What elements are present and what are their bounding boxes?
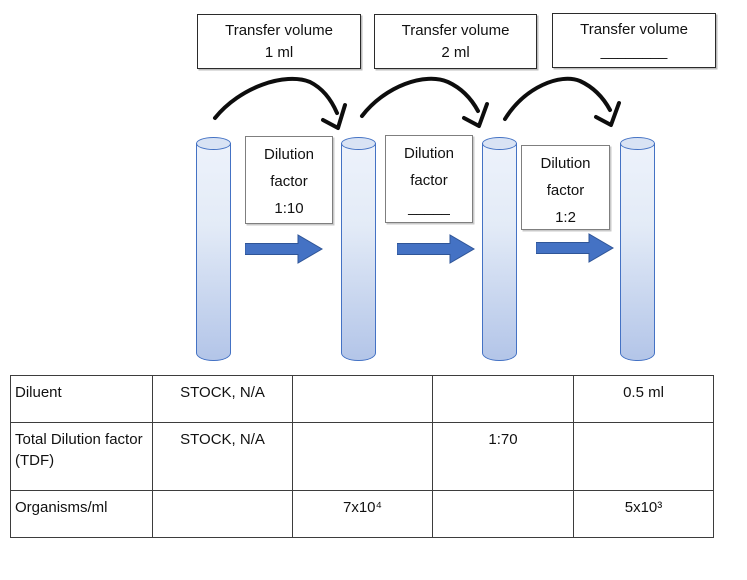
block-arrow-3: [536, 233, 614, 263]
test-tube-body: [196, 143, 231, 361]
table-cell: [432, 375, 574, 423]
transfer-volume-blank: ________: [600, 43, 668, 60]
test-tube-1: [196, 137, 231, 361]
block-arrow-2: [397, 234, 475, 264]
transfer-volume-label: Transfer volume: [580, 21, 688, 38]
transfer-volume-label: Transfer volume: [225, 22, 333, 39]
test-tube-body: [482, 143, 517, 361]
test-tube-4: [620, 137, 655, 361]
dilution-label: factor: [270, 173, 308, 190]
test-tube-3: [482, 137, 517, 361]
table-cell: [292, 375, 433, 423]
test-tube-opening: [620, 137, 655, 150]
dilution-label: factor: [546, 182, 585, 199]
transfer-volume-box-3: Transfer volume ________: [552, 13, 716, 68]
transfer-volume-box-1: Transfer volume 1 ml: [197, 14, 361, 69]
dilution-factor-box-2: Dilution factor _____: [385, 135, 473, 223]
table-row-organisms: Organisms/ml 7x10⁴ 5x10³: [10, 490, 714, 538]
dilution-factor-box-3: Dilution factor 1:2: [521, 145, 610, 230]
test-tube-opening: [196, 137, 231, 150]
dilution-label: factor: [410, 172, 448, 189]
table-cell: 5x10³: [573, 490, 714, 538]
transfer-volume-value: 2 ml: [441, 44, 470, 61]
table-cell: STOCK, N/A: [152, 375, 293, 423]
curved-arrow-2: [360, 76, 489, 128]
dilution-label: Dilution: [403, 145, 455, 162]
dilution-factor-box-1: Dilution factor 1:10: [245, 136, 333, 224]
block-arrow-1: [245, 234, 323, 264]
transfer-volume-label: Transfer volume: [401, 22, 510, 39]
row-label: Total Dilution factor (TDF): [10, 422, 153, 491]
transfer-volume-box-2: Transfer volume 2 ml: [374, 14, 537, 69]
table-cell: [432, 490, 574, 538]
table-cell: 1:70: [432, 422, 574, 491]
test-tube-body: [620, 143, 655, 361]
curved-arrow-1: [213, 76, 347, 130]
table-cell: [292, 422, 433, 491]
table-row-diluent: Diluent STOCK, N/A 0.5 ml: [10, 375, 714, 423]
curved-arrow-3: [503, 76, 621, 127]
table-cell: 7x10⁴: [292, 490, 433, 538]
test-tube-2: [341, 137, 376, 361]
dilution-label: Dilution: [540, 155, 591, 172]
row-label: Organisms/ml: [10, 490, 153, 538]
table-cell: 0.5 ml: [573, 375, 714, 423]
dilution-table: Diluent STOCK, N/A 0.5 ml Total Dilution…: [10, 375, 714, 538]
test-tube-opening: [482, 137, 517, 150]
dilution-label: Dilution: [263, 146, 315, 163]
table-row-tdf: Total Dilution factor (TDF) STOCK, N/A 1…: [10, 422, 714, 491]
row-label: Diluent: [10, 375, 153, 423]
table-cell: STOCK, N/A: [152, 422, 293, 491]
transfer-volume-value: 1 ml: [264, 44, 294, 61]
test-tube-body: [341, 143, 376, 361]
table-cell: [573, 422, 714, 491]
test-tube-opening: [341, 137, 376, 150]
dilution-value: 1:10: [274, 200, 304, 217]
table-cell: [152, 490, 293, 538]
dilution-blank: _____: [408, 199, 450, 216]
dilution-value: 1:2: [555, 209, 576, 226]
